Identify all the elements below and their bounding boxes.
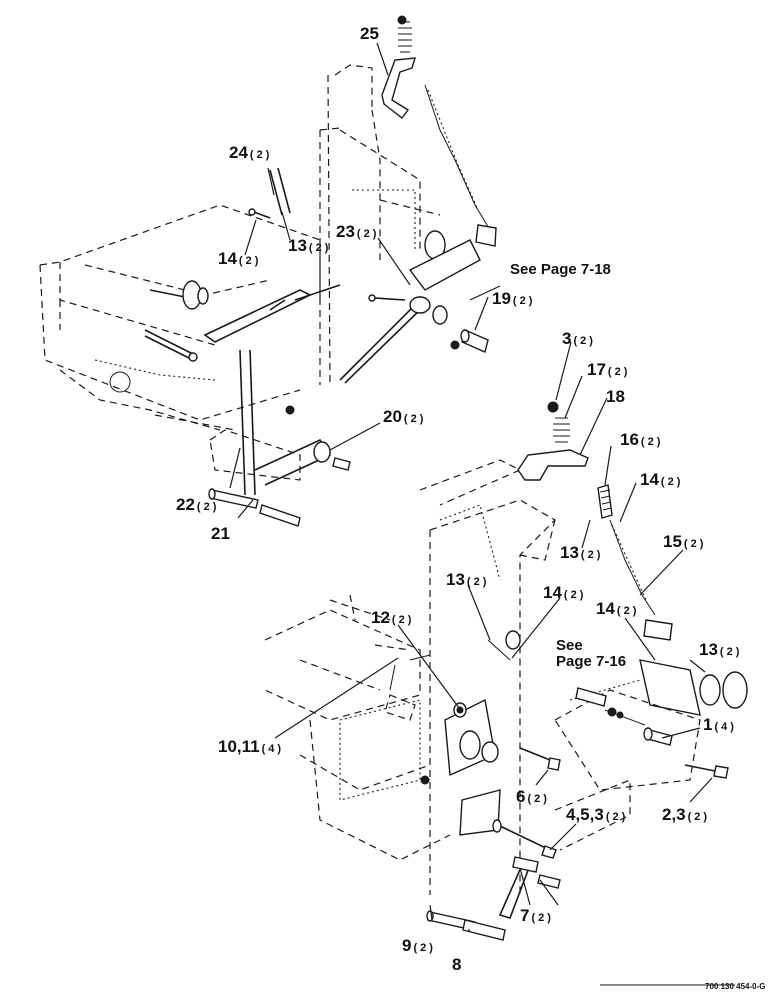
callout-3: 3(2) — [562, 330, 596, 348]
upper-assembly — [39, 15, 497, 527]
callout-8: 8 — [452, 956, 461, 974]
callout-number: 15 — [663, 532, 682, 551]
callout-1: 1(4) — [703, 716, 737, 734]
callout-23: 23(2) — [336, 223, 379, 241]
callout-19: 19(2) — [492, 290, 535, 308]
callout-quantity: (2) — [196, 501, 220, 513]
callout-4-5-3: 4,5,3(2) — [566, 806, 628, 824]
callout-number: 9 — [402, 936, 412, 955]
callout-quantity: (4) — [261, 743, 285, 755]
callout-quantity: (2) — [531, 912, 554, 924]
callout-number: 17 — [587, 360, 606, 379]
callout-number: 12 — [371, 608, 390, 627]
callout-14-upper: 14(2) — [218, 250, 261, 268]
callout-quantity: (2) — [308, 242, 332, 254]
callout-20: 20(2) — [383, 408, 426, 426]
callout-number: 24 — [229, 143, 248, 162]
callout-number: 8 — [452, 955, 462, 974]
callout-25: 25 — [360, 25, 379, 43]
callout-14-bearing: 14(2) — [596, 600, 639, 618]
callout-number: 23 — [336, 222, 355, 241]
callout-number: 7 — [520, 906, 530, 925]
callout-quantity: (2) — [683, 538, 707, 550]
callout-quantity: (2) — [719, 646, 743, 658]
callout-quantity: (2) — [580, 549, 604, 561]
callout-number: 14 — [640, 470, 659, 489]
callout-quantity: (2) — [527, 793, 550, 805]
callout-quantity: (2) — [403, 413, 427, 425]
callout-14-column: 14(2) — [543, 584, 586, 602]
callout-quantity: (2) — [687, 811, 711, 823]
callout-13-upper: 13(2) — [288, 237, 331, 255]
callout-15: 15(2) — [663, 533, 706, 551]
callout-quantity: (2) — [249, 149, 273, 161]
callout-quantity: (2) — [238, 255, 262, 267]
callout-12: 12(2) — [371, 609, 414, 627]
see-page-7-18-note: See Page 7-18 — [510, 261, 611, 278]
callout-quantity: (4) — [714, 721, 737, 733]
callout-10-11: 10,11(4) — [218, 738, 284, 756]
callout-number: 18 — [606, 387, 625, 406]
callout-13-column: 13(2) — [446, 571, 489, 589]
callout-quantity: (2) — [607, 366, 631, 378]
see-note-line-2: Page 7-16 — [556, 652, 627, 670]
callout-number: 13 — [446, 570, 465, 589]
callout-7: 7(2) — [520, 907, 554, 925]
callout-21: 21 — [211, 525, 230, 543]
callout-16: 16(2) — [620, 431, 663, 449]
callout-number: 16 — [620, 430, 639, 449]
callout-quantity: (2) — [466, 576, 490, 588]
callout-number: 10,11 — [218, 737, 260, 756]
callout-22: 22(2) — [176, 496, 219, 514]
drawing-part-number: 700 130 454-0-G — [705, 982, 766, 991]
callout-quantity: (2) — [605, 811, 629, 823]
callout-number: 14 — [218, 249, 237, 268]
callout-13-bearing: 13(2) — [699, 641, 742, 659]
callout-2-3: 2,3(2) — [662, 806, 710, 824]
callout-quantity: (2) — [563, 589, 587, 601]
callout-17: 17(2) — [587, 361, 630, 379]
callout-quantity: (2) — [413, 942, 436, 954]
callout-number: 14 — [543, 583, 562, 602]
callout-quantity: (2) — [660, 476, 684, 488]
see-page-7-16-note: See Page 7-16 — [556, 638, 626, 670]
callout-9: 9(2) — [402, 937, 436, 955]
callout-number: 4,5,3 — [566, 805, 604, 824]
callout-quantity: (2) — [391, 614, 415, 626]
callout-number: 3 — [562, 329, 572, 348]
callout-6: 6(2) — [516, 788, 550, 806]
callout-number: 13 — [699, 640, 718, 659]
callout-number: 19 — [492, 289, 511, 308]
callout-number: 6 — [516, 787, 526, 806]
callout-24: 24(2) — [229, 144, 272, 162]
callout-quantity: (2) — [512, 295, 536, 307]
lower-assembly — [264, 401, 748, 941]
callout-number: 14 — [596, 599, 615, 618]
leader-lines — [229, 42, 735, 986]
callout-number: 13 — [288, 236, 307, 255]
callout-number: 2,3 — [662, 805, 686, 824]
callout-number: 13 — [560, 543, 579, 562]
callout-18: 18 — [606, 388, 625, 406]
see-note-line-1: See — [556, 637, 583, 654]
callout-number: 1 — [703, 715, 713, 734]
callout-quantity: (2) — [616, 605, 640, 617]
callout-quantity: (2) — [356, 228, 380, 240]
callout-quantity: (2) — [573, 335, 596, 347]
callout-13-chain: 13(2) — [560, 544, 603, 562]
callout-number: 22 — [176, 495, 195, 514]
callout-number: 21 — [211, 524, 230, 543]
callout-14-right: 14(2) — [640, 471, 683, 489]
callout-number: 20 — [383, 407, 402, 426]
callout-number: 25 — [360, 24, 379, 43]
callout-quantity: (2) — [640, 436, 664, 448]
